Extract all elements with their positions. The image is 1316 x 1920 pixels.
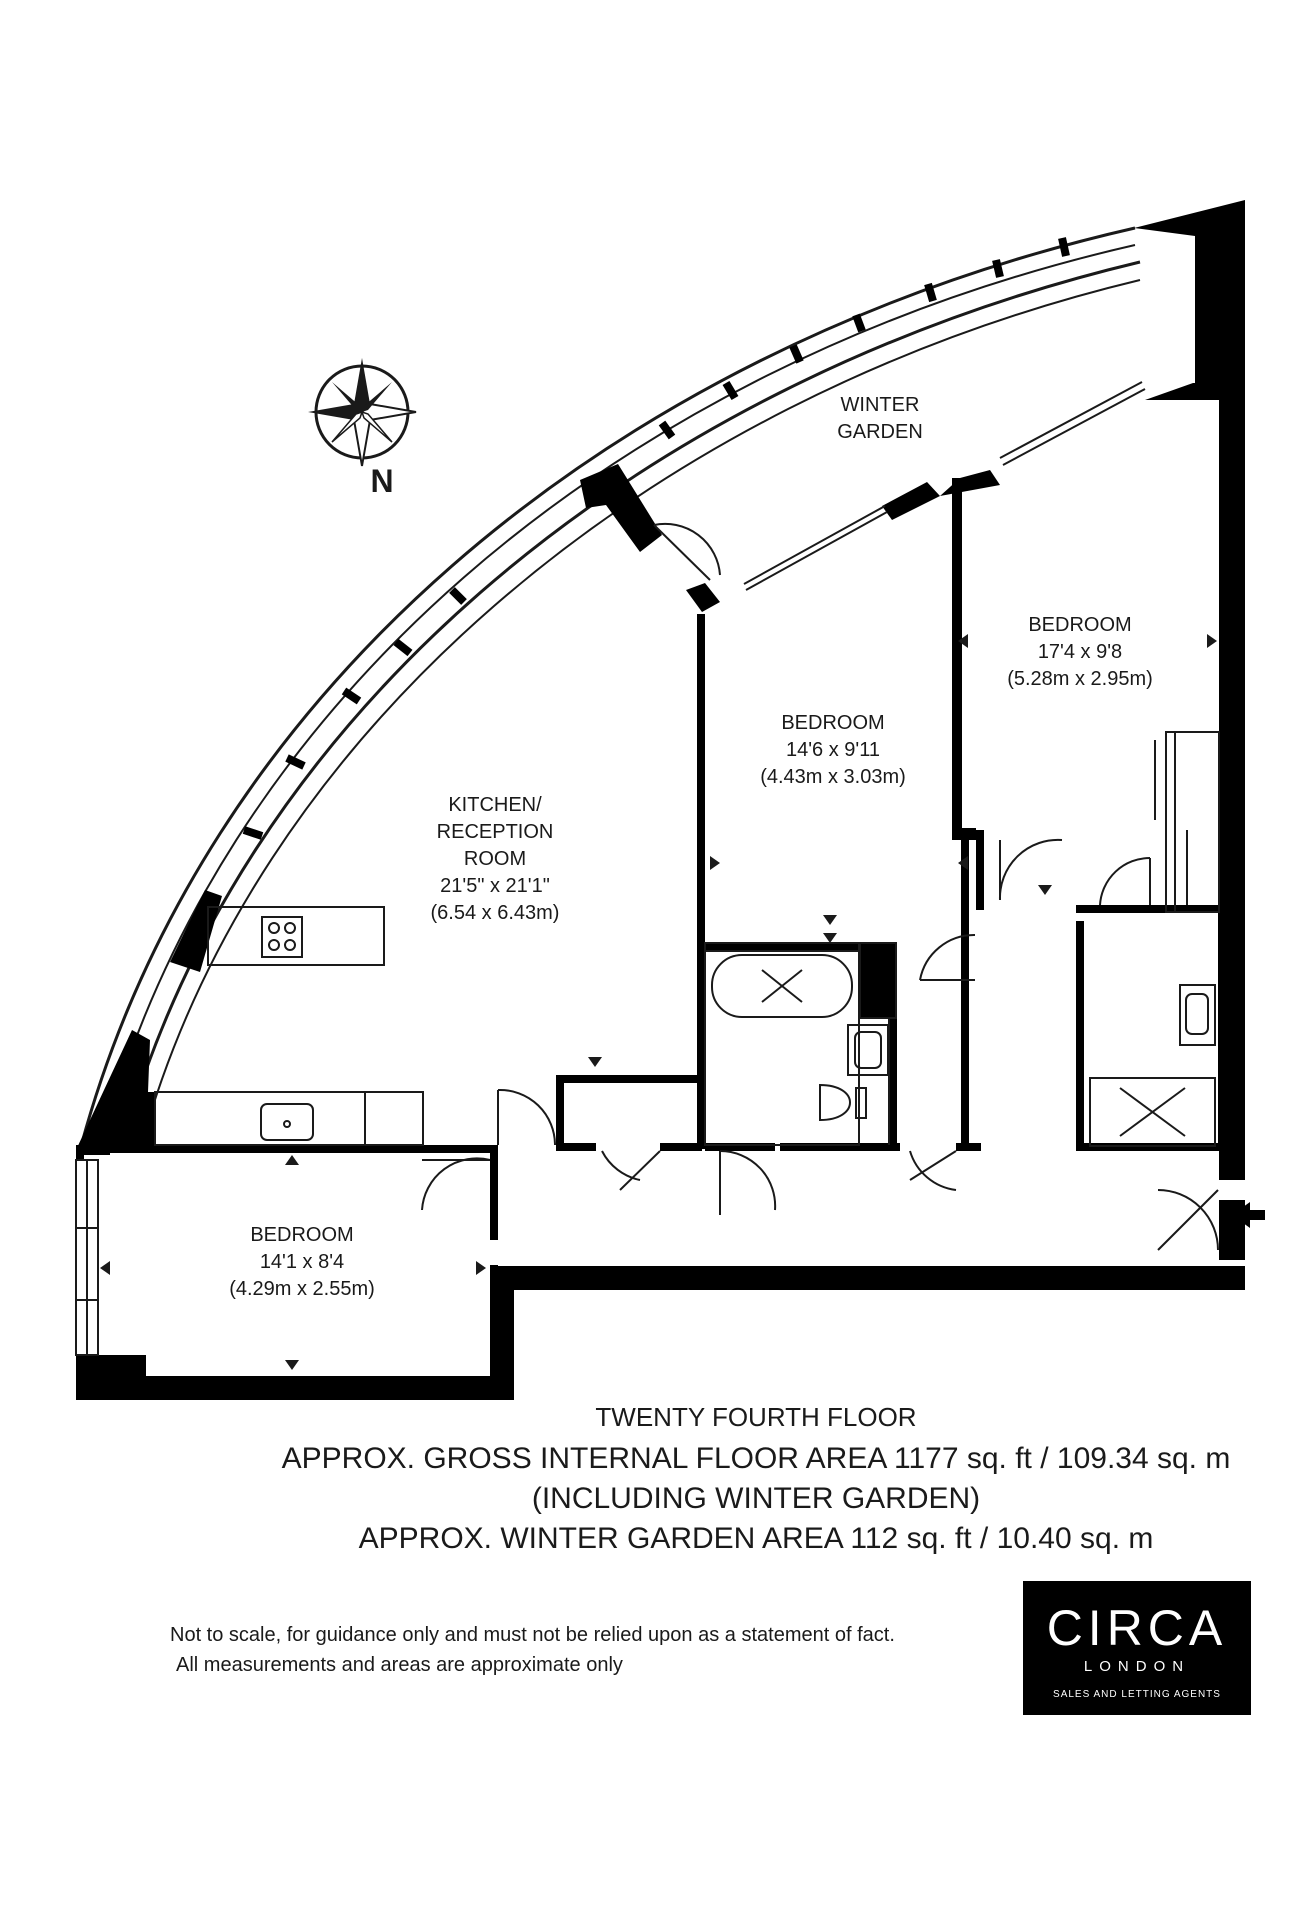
toilet-icon (819, 1083, 867, 1122)
including-winter-garden: (INCLUDING WINTER GARDEN) (531, 1482, 981, 1515)
gross-area: APPROX. GROSS INTERNAL FLOOR AREA 1177 s… (281, 1442, 1231, 1475)
compass-rose-icon (308, 358, 417, 467)
bedroom-right-metric: (5.28m x 2.95m) (1007, 668, 1153, 690)
door-swings (421, 522, 1219, 1251)
room-label-kitchen-reception: KITCHEN/ RECEPTION ROOM 21'5" x 21'1" (6… (395, 792, 595, 927)
shower-icon (1089, 1077, 1216, 1147)
bathroom-middle (704, 942, 897, 1146)
bath-icon (711, 954, 853, 1018)
circa-logo: CIRCA LONDON SALES AND LETTING AGENTS (1023, 1581, 1251, 1715)
hob-icon (261, 916, 303, 958)
kitchen-metric: (6.54 x 6.43m) (430, 902, 560, 924)
disclaimer-line2: All measurements and areas are approxima… (176, 1654, 623, 1676)
kitchen-island (207, 906, 385, 966)
entrance-arrow-icon (1232, 1202, 1265, 1228)
winter-garden-line1: WINTER (840, 394, 920, 416)
bathroom-right (1089, 984, 1216, 1147)
disclaimer-line1: Not to scale, for guidance only and must… (170, 1624, 895, 1646)
room-label-bedroom-middle: BEDROOM 14'6 x 9'11 (4.43m x 3.03m) (733, 710, 933, 791)
bedroom-lower-imperial: 14'1 x 8'4 (259, 1251, 345, 1273)
logo-city: LONDON (1083, 1658, 1191, 1675)
kitchen-worktop (154, 1091, 424, 1146)
floor-plan (75, 200, 1265, 1400)
kitchen-imperial: 21'5" x 21'1" (440, 875, 550, 897)
kitchen-line1: KITCHEN/ (448, 794, 542, 816)
bedroom-middle-name: BEDROOM (781, 712, 885, 734)
room-label-bedroom-right: BEDROOM 17'4 x 9'8 (5.28m x 2.95m) (980, 612, 1180, 693)
wardrobe (1154, 731, 1220, 913)
window-lower-bedroom (75, 1159, 99, 1356)
logo-brand: CIRCA (1046, 1600, 1228, 1656)
bedroom-right-name: BEDROOM (1028, 614, 1132, 636)
bedroom-right-imperial: 17'4 x 9'8 (1037, 641, 1123, 663)
compass-north-label: N (370, 463, 394, 499)
bedroom-lower-name: BEDROOM (250, 1224, 354, 1246)
sliding-doors (743, 381, 1146, 591)
disclaimer: Not to scale, for guidance only and must… (170, 1620, 895, 1680)
walls (76, 200, 1245, 1400)
sink-icon (260, 1103, 314, 1141)
basin-icon (1179, 984, 1216, 1046)
dimension-arrows (100, 634, 1217, 1370)
logo-tagline: SALES AND LETTING AGENTS (1053, 1689, 1221, 1700)
winter-garden-line2: GARDEN (837, 421, 923, 443)
winter-garden-area: APPROX. WINTER GARDEN AREA 112 sq. ft / … (358, 1522, 1154, 1555)
kitchen-line2: RECEPTION (436, 821, 554, 843)
basin-icon (847, 1024, 889, 1076)
facade-mullions (242, 237, 1070, 840)
bedroom-lower-metric: (4.29m x 2.55m) (229, 1278, 375, 1300)
bedroom-middle-metric: (4.43m x 3.03m) (760, 766, 906, 788)
room-label-winter-garden: WINTER GARDEN (780, 392, 980, 446)
bedroom-middle-imperial: 14'6 x 9'11 (785, 739, 880, 761)
room-label-bedroom-lower: BEDROOM 14'1 x 8'4 (4.29m x 2.55m) (202, 1222, 402, 1303)
floor-name: TWENTY FOURTH FLOOR (595, 1402, 917, 1432)
kitchen-line3: ROOM (463, 848, 527, 870)
